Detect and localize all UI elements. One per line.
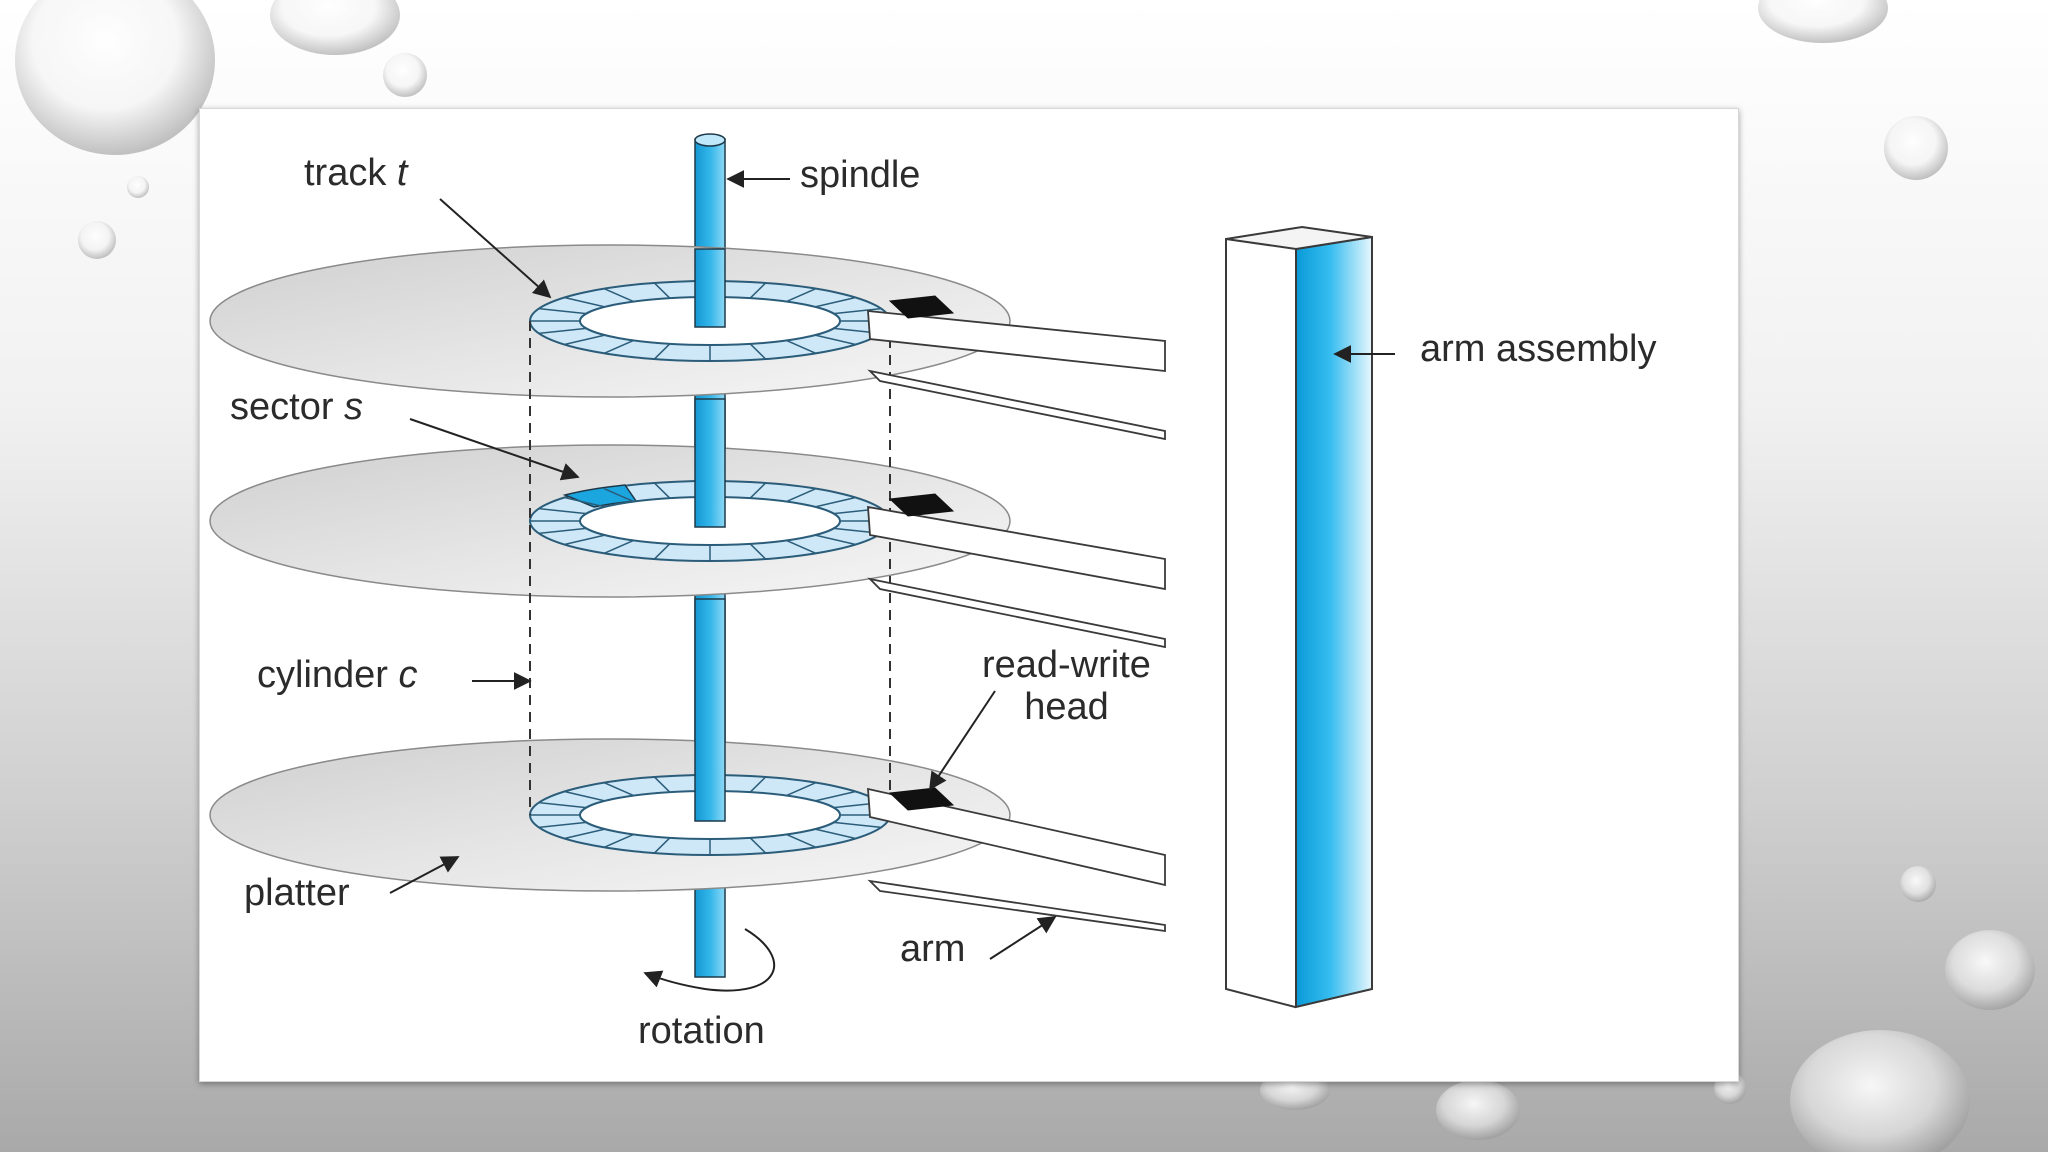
sector-divider [833, 307, 882, 315]
sector-divider [603, 487, 634, 503]
label-cylinder: cylinder c [257, 654, 418, 697]
sector-divider [653, 282, 671, 299]
sector-divider [564, 828, 605, 840]
label-spindle: spindle [800, 154, 921, 196]
label-cylinder-var: c [398, 654, 418, 696]
label-track-text: track [304, 152, 397, 194]
sector-divider [564, 790, 605, 802]
sector-divider [653, 837, 671, 854]
label-arm-assembly: arm assembly [1420, 328, 1657, 370]
label-sector: sector s [230, 386, 364, 429]
sector-divider [564, 534, 605, 546]
sector-divider [786, 339, 817, 355]
sector-divider [538, 821, 587, 829]
label-cylinder-text: cylinder [257, 654, 399, 696]
head-top [888, 295, 955, 319]
label-read-write: read-write [982, 644, 1151, 686]
sector-divider [815, 334, 856, 346]
sector-divider [749, 776, 767, 793]
disk-drive-diagram [209, 133, 1395, 1009]
sector-divider [564, 334, 605, 346]
label-track: track t [304, 152, 408, 195]
label-platter: platter [244, 872, 350, 914]
sector-divider [786, 833, 817, 849]
sector-divider [815, 828, 856, 840]
water-drops [15, 0, 2035, 1152]
head-bottom [888, 787, 955, 811]
sector-divider [786, 539, 817, 555]
platter-top [209, 244, 1011, 398]
sector-divider [815, 296, 856, 308]
sector-divider [653, 543, 671, 560]
sector-divider [603, 833, 634, 849]
sector-divider [786, 287, 817, 303]
sector-divider [749, 482, 767, 499]
sector-divider [538, 507, 587, 515]
sector-divider [603, 781, 634, 797]
label-arm: arm [900, 928, 966, 970]
sector-divider [815, 534, 856, 546]
sector-divider [603, 339, 634, 355]
sector-divider [538, 327, 587, 335]
label-read-write-head: read-write head [982, 644, 1151, 729]
cylinder-outline [529, 321, 891, 815]
sector-divider [833, 821, 882, 829]
label-sector-text: sector [230, 386, 345, 428]
sector-divider [653, 343, 671, 360]
sector-divider [749, 343, 767, 360]
sector-divider [538, 527, 587, 535]
sector-divider [603, 287, 634, 303]
sector-divider [786, 781, 817, 797]
figure-panel: track t spindle arm assembly sector s cy… [199, 108, 1739, 1082]
label-track-var: t [396, 152, 408, 194]
sector-divider [603, 539, 634, 555]
sector-divider [786, 487, 817, 503]
sector-divider [564, 296, 605, 308]
label-head: head [1024, 685, 1109, 728]
arms [867, 309, 1166, 933]
platter-middle [209, 398, 1011, 598]
sector-divider [564, 496, 605, 508]
sector-divider [815, 790, 856, 802]
sector-divider [749, 543, 767, 560]
sector-divider [538, 307, 587, 315]
read-write-heads [888, 295, 955, 811]
sector-divider [815, 496, 856, 508]
label-sector-var: s [344, 386, 364, 428]
sector-divider [653, 776, 671, 793]
sector-divider [538, 801, 587, 809]
platter-bottom [209, 598, 1011, 892]
head-middle [888, 493, 955, 517]
label-rotation: rotation [638, 1010, 765, 1052]
sector-divider [749, 837, 767, 854]
annotation-arrows [389, 170, 1395, 992]
sector-divider [749, 282, 767, 299]
sector-divider [653, 482, 671, 499]
arm-assembly [1225, 225, 1373, 1009]
